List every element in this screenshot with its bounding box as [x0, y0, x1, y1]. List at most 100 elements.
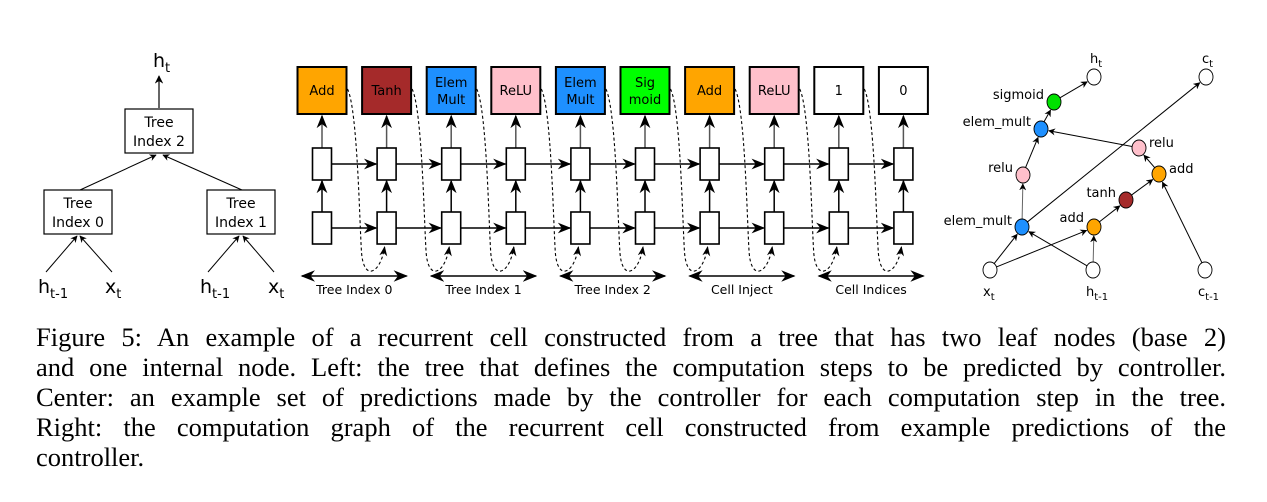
prediction-label: ReLU	[758, 84, 791, 99]
graph-node-elem-mult-top: elem_mult	[963, 115, 1049, 138]
input-label-x: xt	[268, 276, 284, 302]
input-label-h-prev: ht-1	[200, 276, 230, 302]
input-arrow	[79, 235, 113, 273]
edge-x_t-to-add_low	[996, 229, 1088, 268]
group-label: Cell Indices	[835, 282, 906, 297]
left-tree-panel: ht Tree Index 2 Tree Index 0 Tree Index …	[38, 50, 284, 302]
edge-sigmoid-to-h_t	[1059, 81, 1088, 99]
feedback-arrow	[347, 88, 388, 272]
lstm-cell-upper	[440, 147, 462, 181]
tree-node-label: Tree	[143, 115, 173, 131]
graph-node-label: ct	[1202, 52, 1213, 70]
lstm-cell-upper	[699, 147, 720, 181]
edge-add_low-to-tanh	[1099, 205, 1121, 223]
group-label: Tree Index 0	[315, 282, 392, 297]
lstm-cell-lower	[763, 211, 785, 245]
edge-relu_left-to-elem_mult_top	[1025, 136, 1039, 168]
graph-node-label: add	[1060, 211, 1084, 226]
graph-node-label: xt	[983, 285, 995, 303]
prediction-label: Mult	[566, 93, 594, 108]
lstm-cell-lower	[505, 211, 527, 245]
prediction-box: Tanh	[361, 66, 413, 115]
group-bracket: Tree Index 2	[558, 270, 667, 297]
lstm-cell-lower	[570, 211, 591, 245]
feedback-arrow	[670, 88, 711, 272]
graph-node-elem-mult-low: elem_mult	[944, 214, 1030, 236]
graph-node-label: sigmoid	[993, 88, 1044, 103]
graph-node-label: tanh	[1086, 186, 1116, 201]
prediction-box: Add	[684, 66, 736, 115]
graph-node-label: ht-1	[1086, 285, 1108, 303]
prediction-label: Tanh	[370, 84, 401, 99]
graph-node-c-tm1: ct-1	[1197, 261, 1219, 303]
feedback-arrow	[799, 88, 840, 272]
graph-node-sigmoid: sigmoid	[993, 88, 1062, 111]
lstm-cell-lower	[440, 211, 462, 245]
caption-line: Right: the computation graph of the recu…	[36, 412, 1226, 442]
graph-node-label: relu	[1149, 136, 1174, 151]
lstm-cell-upper	[311, 147, 333, 181]
input-arrow	[45, 235, 78, 273]
edge-h_tm1-to-add_low	[1090, 235, 1098, 263]
figure-5: ht Tree Index 2 Tree Index 0 Tree Index …	[38, 50, 1219, 303]
feedback-arrow	[476, 88, 517, 272]
graph-node-label: elem_mult	[944, 214, 1012, 229]
graph-node-h-t: ht	[1086, 52, 1102, 86]
graph-node-label: ht	[1090, 52, 1102, 70]
group-bracket: Cell Indices	[817, 270, 925, 297]
prediction-label: Add	[309, 84, 334, 99]
edge-elem_mult_low-to-relu_left	[1019, 183, 1027, 220]
tree-node-label: Index 1	[215, 215, 267, 231]
caption-line: controller.	[36, 442, 145, 472]
prediction-box: 0	[877, 66, 929, 115]
lstm-cell-upper	[505, 147, 527, 181]
lstm-cell-lower	[634, 211, 656, 245]
lstm-cell-upper	[893, 147, 914, 181]
prediction-box: ReLU	[490, 66, 542, 115]
prediction-label: Mult	[437, 93, 465, 108]
feedback-arrow	[411, 88, 452, 272]
caption-line: and one internal node. Left: the tree th…	[36, 352, 1226, 382]
prediction-label: 1	[835, 84, 843, 99]
group-label: Cell Inject	[711, 282, 773, 297]
prediction-label: Elem	[564, 76, 597, 91]
tree-node-label: Tree	[62, 196, 92, 212]
graph-node-label: add	[1169, 162, 1193, 177]
prediction-label: Elem	[435, 76, 468, 91]
feedback-arrow	[863, 88, 905, 272]
prediction-label: ReLU	[500, 84, 533, 99]
edge-x_t-to-elem_mult_low	[993, 233, 1018, 264]
prediction-box: ReLU	[748, 66, 800, 115]
leaf1-to-root-arrow	[162, 154, 243, 191]
graph-node-label: ct-1	[1198, 285, 1219, 303]
group-label: Tree Index 2	[574, 282, 651, 297]
tree-output-label: ht	[153, 50, 170, 76]
lstm-cell-lower	[311, 211, 333, 245]
edge-c_tm1-to-add_right	[1162, 181, 1203, 264]
edge-elem_mult_top-to-sigmoid	[1043, 109, 1051, 123]
input-label-x: xt	[105, 276, 121, 302]
prediction-box: 1	[813, 66, 865, 115]
graph-node-add-low: add	[1060, 211, 1102, 236]
graph-node-h-tm1: ht-1	[1085, 261, 1108, 303]
group-bracket: Tree Index 1	[429, 270, 538, 297]
lstm-cell-upper	[828, 147, 850, 181]
caption-line: Figure 5: An example of a recurrent cell…	[36, 322, 1226, 352]
graph-node-add-right: add	[1151, 162, 1193, 183]
graph-node-relu-left: relu	[988, 161, 1031, 184]
figure-caption: Figure 5: An example of a recurrent cell…	[36, 322, 1226, 472]
group-label: Tree Index 1	[444, 282, 521, 297]
graph-node-x-t: xt	[982, 261, 998, 303]
lstm-cell-lower	[699, 211, 720, 245]
lstm-cell-upper	[376, 147, 397, 181]
graph-node-tanh: tanh	[1086, 186, 1134, 209]
prediction-label: 0	[899, 84, 907, 99]
edge-tanh-to-add_right	[1131, 179, 1154, 196]
lstm-cell-upper	[763, 147, 785, 181]
lstm-cell-upper	[634, 147, 656, 181]
